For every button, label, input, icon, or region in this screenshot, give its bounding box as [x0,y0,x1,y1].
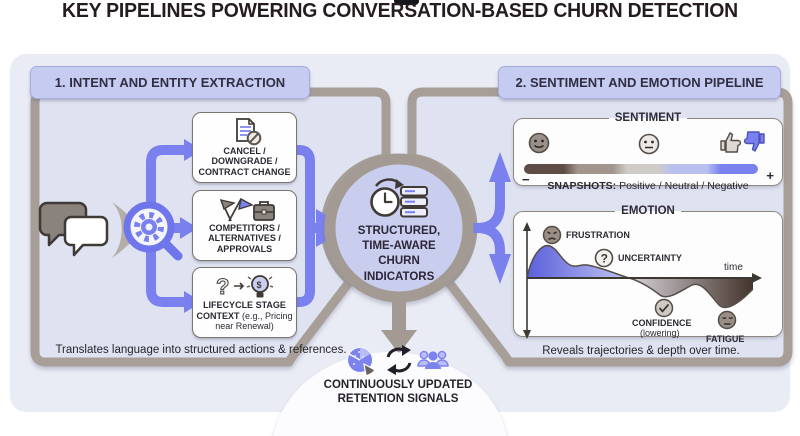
refresh-arrowheads [387,345,411,375]
hub-line3: CHURN [378,255,420,268]
svg-text:?: ? [216,274,229,299]
intent-box-cancel-line3: CONTRACT CHANGE [198,166,291,177]
right-panel-footer: Reveals trajectories & depth over time. [542,345,740,357]
intent-box-competitors: COMPETITORS / ALTERNATIVES / APPROVALS [192,190,297,261]
right-pipeline-header-label: 2. SENTIMENT AND EMOTION PIPELINE [515,75,764,90]
gear-magnifier-icon [123,201,183,261]
left-pipeline-header: 1. INTENT AND ENTITY EXTRACTION [30,66,310,99]
intent-box-competitors-line1: COMPETITORS / [209,222,280,233]
sentiment-box: SENTIMENT − + SNAPSHOTS: Positive / Neut… [513,112,783,192]
confidence-sub-label: (lowering) [640,328,680,338]
neutral-face-icon [638,133,660,155]
confidence-check-icon [654,298,674,318]
question-to-bulb-icon: ? $ [215,274,273,300]
left-panel-footer: Translates language into structured acti… [55,344,347,356]
emotion-wave-chart: ? [523,222,762,339]
chat-bubbles-icon [38,201,109,257]
left-pipeline-header-label: 1. INTENT AND ENTITY EXTRACTION [54,75,286,90]
snapshots-value: Positive / Neutral / Negative [616,180,749,192]
clock-database-icon [370,178,428,218]
fork-arrowheads [489,152,511,284]
hub-line1: STRUCTURED, [357,225,441,237]
people-icon [417,350,449,369]
emotion-legend: EMOTION [621,205,675,217]
thumbs-up-down-icon [720,131,765,153]
intent-box-cancel-line2: DOWNGRADE / [211,156,278,167]
retention-line2: RETENTION SIGNALS [337,392,459,405]
retention-output-icons [347,345,449,377]
sentiment-snapshots: SNAPSHOTS: Positive / Neutral / Negative [514,180,782,192]
flags-briefcase-icon [219,197,275,222]
top-crop-mark [394,0,419,5]
uncertainty-label: UNCERTAINTY [618,253,682,263]
sentiment-emotion-fork [466,180,505,256]
emotion-box: EMOTION [513,205,783,344]
intent-box-lifecycle: ? $ LIFECYCLE STAGE CONTEXT (e.g., Prici… [192,267,297,338]
fatigue-label: FATIGUE [706,334,745,344]
svg-text:?: ? [601,252,608,266]
right-pipeline-header: 2. SENTIMENT AND EMOTION PIPELINE [498,66,781,99]
intent-box-competitors-line3: APPROVALS [216,243,273,254]
sentiment-plus: + [766,168,774,183]
page-title: KEY PIPELINES POWERING CONVERSATION-BASE… [62,0,738,22]
intent-box-lifecycle-line1: LIFECYCLE STAGE [203,300,286,311]
uncertainty-question-icon: ? [594,248,614,268]
confidence-label: CONFIDENCE [632,318,692,328]
time-axis-label: time [724,262,743,273]
cancel-document-icon [235,117,261,146]
snapshots-label: SNAPSHOTS: [547,180,617,192]
churn-hub-ring [324,153,474,303]
frustration-face-icon [542,225,562,245]
intent-box-competitors-line2: ALTERNATIVES / [208,233,281,244]
intent-box-lifecycle-line2: CONTEXT (e.g., Pricing [196,310,293,321]
pie-chart-icon [347,347,376,377]
hub-line4: INDICATORS [363,270,435,283]
sentiment-minus: − [522,172,530,187]
retention-line1: CONTINUOUSLY UPDATED [323,379,473,391]
intent-box-lifecycle-line3: near Renewal) [215,321,274,332]
frustration-label: FRUSTRATION [566,230,630,240]
output-bump [273,352,507,436]
sentiment-gradient-bar [524,164,758,174]
hub-line2: TIME-AWARE [362,240,436,253]
hub-output-arrow [381,300,417,354]
svg-text:$: $ [256,280,261,290]
hub-label: STRUCTURED, TIME-AWARE CHURN INDICATORS [342,224,456,285]
sentiment-legend: SENTIMENT [614,112,682,124]
intent-box-cancel-line1: CANCEL / [223,145,266,156]
intent-box-cancel: CANCEL / DOWNGRADE / CONTRACT CHANGE [192,112,297,183]
fatigue-face-icon [717,310,737,330]
smiley-face-icon [528,132,550,154]
retention-output-label: CONTINUOUSLY UPDATED RETENTION SIGNALS [300,379,496,407]
